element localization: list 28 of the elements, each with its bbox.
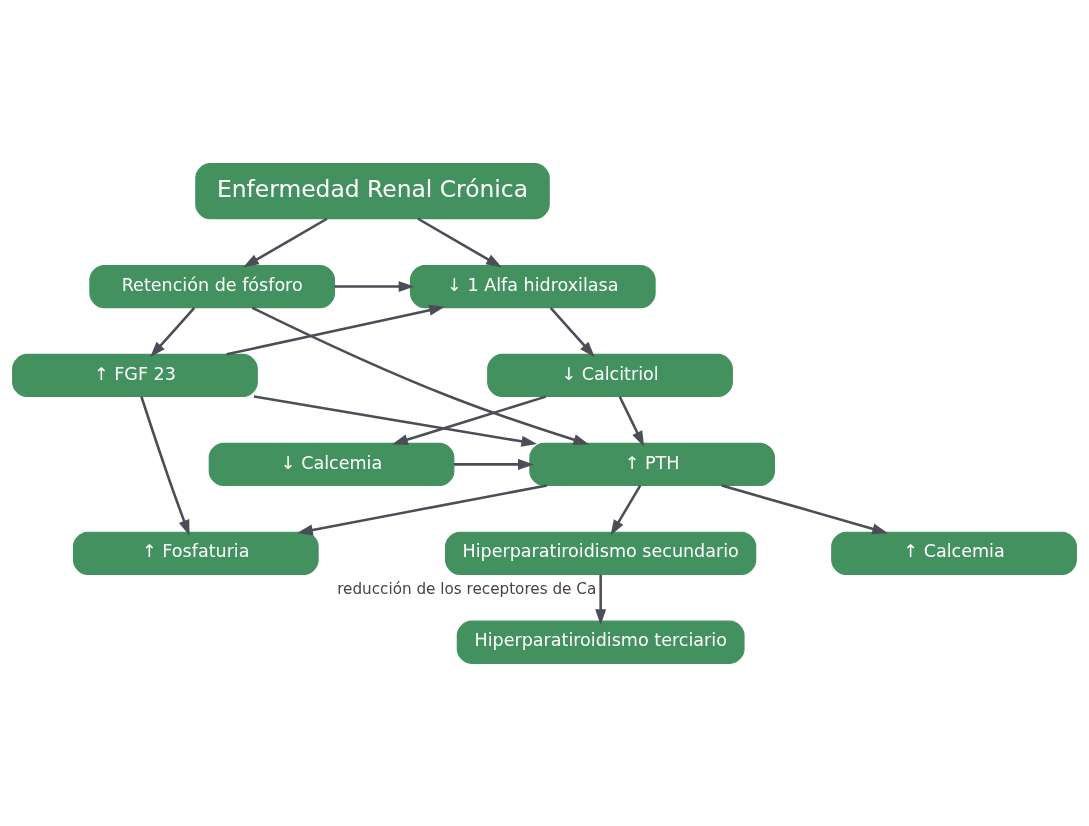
arrow — [618, 395, 645, 447]
node-box: Retención de fósforo — [89, 264, 336, 308]
node-box: ↓ Calcitriol — [487, 353, 733, 397]
node-box: ↓ Calcemia — [208, 442, 455, 486]
arrow — [150, 306, 196, 357]
arrow — [251, 306, 590, 445]
edge-label: reducción de los receptores de Ca — [337, 579, 597, 598]
arrow — [243, 217, 328, 267]
arrow — [595, 574, 607, 625]
node-box: ↑ Fosfaturia — [72, 531, 319, 575]
node-box: ↑ Calcemia — [831, 531, 1077, 575]
arrow — [226, 304, 445, 356]
arrow — [253, 394, 538, 447]
arrow — [610, 484, 642, 535]
arrow — [392, 394, 547, 445]
arrow — [334, 280, 415, 292]
node-box: Enfermedad Renal Crónica — [195, 162, 550, 219]
arrow — [417, 217, 502, 267]
node-box: ↑ PTH — [529, 442, 775, 486]
arrow — [140, 395, 190, 536]
arrow — [549, 306, 595, 357]
node-box: Hiperparatiroidismo secundario — [445, 531, 757, 575]
node-box: Hiperparatiroidismo terciario — [456, 620, 745, 664]
arrow — [453, 458, 534, 470]
arrow — [297, 483, 548, 535]
node-box: ↓ 1 Alfa hidroxilasa — [409, 264, 656, 308]
arrow — [721, 483, 888, 534]
node-box: ↑ FGF 23 — [12, 353, 258, 397]
